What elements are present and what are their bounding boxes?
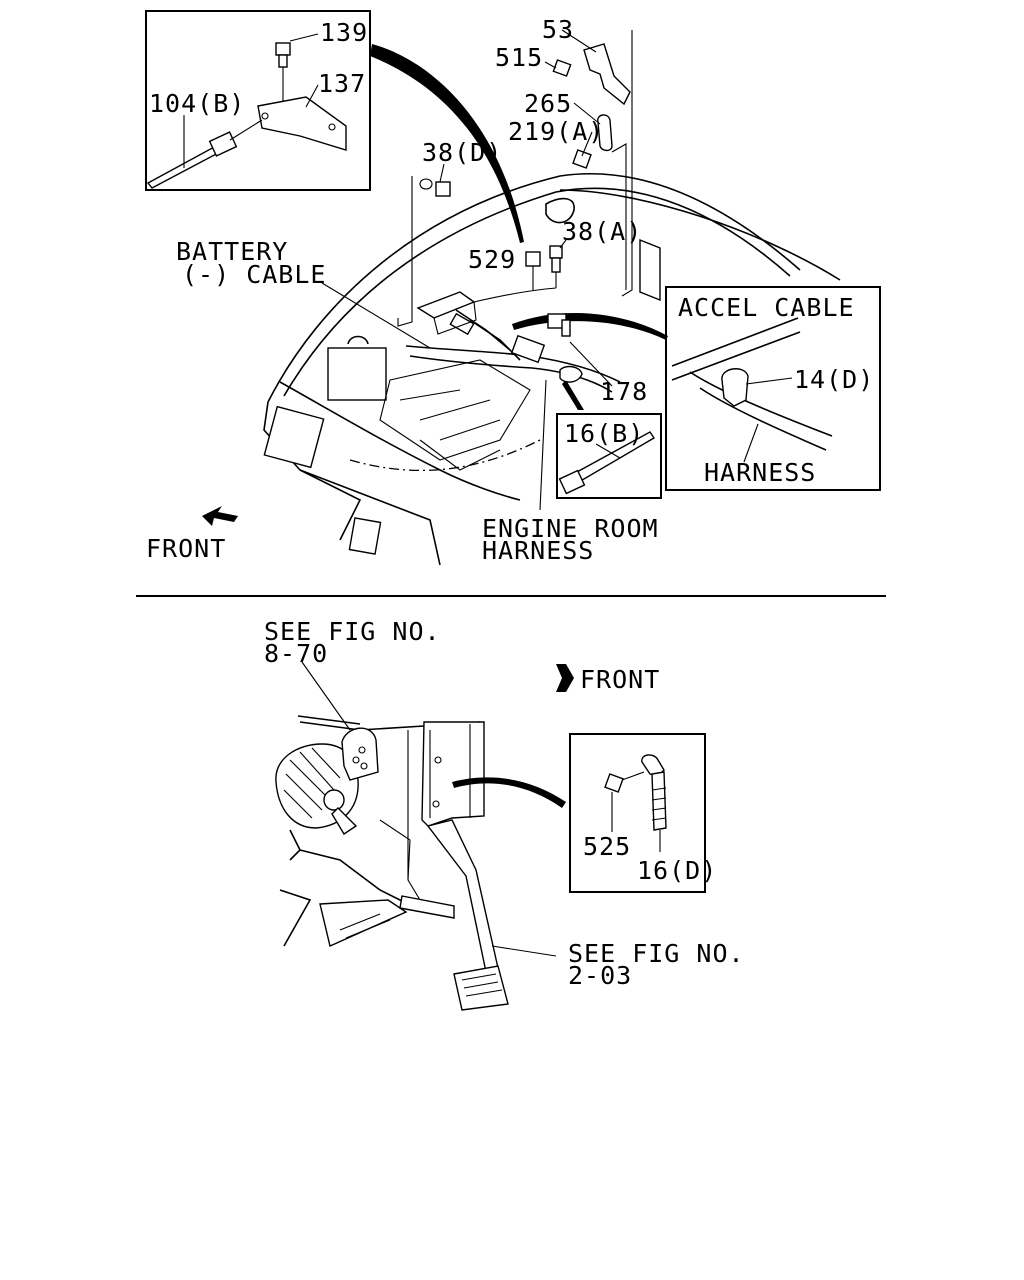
callout-104b: 104(B) [149, 89, 245, 118]
see-fig-203-leader [491, 945, 557, 957]
callout-137: 137 [318, 69, 366, 98]
pedal-assembly-drawing [275, 715, 509, 1011]
bracket-inset-box [145, 10, 371, 191]
upper-diagram: 139 137 104(B) 53 515 265 219(A) 38(D) 3… [145, 10, 881, 566]
upper-right-bracket-group [544, 29, 661, 302]
label-accel-cable: ACCEL CABLE [678, 293, 855, 322]
callout-38d: 38(D) [422, 138, 502, 167]
callout-219a: 219(A) [508, 117, 604, 146]
callout-sweep-accel [512, 312, 668, 340]
label-engine-room-line2: HARNESS [482, 536, 594, 565]
callout-16b: 16(B) [564, 419, 644, 448]
callout-178: 178 [600, 377, 648, 406]
callout-139: 139 [320, 18, 368, 47]
callout-53: 53 [542, 15, 574, 44]
engine-room-harness-leader [539, 379, 547, 511]
front-arrow-lower-icon [556, 664, 574, 692]
label-see-fig-870-line1: SEE FIG NO. [264, 617, 441, 646]
battery-cable-leader [321, 282, 431, 349]
engine-room-harness-drawing [405, 309, 621, 393]
bracket-137-drawing [257, 96, 347, 151]
bolt-139-drawing [275, 42, 291, 104]
label-see-fig-870-line2: 8-70 [264, 639, 328, 668]
callout-14d: 14(D) [794, 365, 874, 394]
front-arrow-icon [202, 506, 238, 526]
label-see-fig-203-line2: 2-03 [568, 961, 632, 990]
fastener-inset-box [569, 733, 706, 893]
label-see-fig-203-line1: SEE FIG NO. [568, 939, 745, 968]
label-front-lower: FRONT [580, 665, 660, 694]
callout-178-leader [569, 341, 613, 387]
callout-sweep-lower [452, 777, 566, 808]
label-front-upper: FRONT [146, 534, 226, 563]
callout-265: 265 [524, 89, 572, 118]
lower-diagram: SEE FIG NO. 8-70 FRONT 525 16(D) SEE FIG… [264, 617, 745, 1011]
accel-cable-inset-box [665, 286, 881, 491]
callout-38a: 38(A) [562, 217, 642, 246]
tie-16b-inset-box [556, 413, 662, 499]
callout-sweep-tie [562, 380, 584, 410]
see-fig-870-leader [301, 661, 351, 731]
callout-529: 529 [468, 245, 516, 274]
label-harness: HARNESS [704, 458, 816, 487]
callout-16d: 16(D) [637, 856, 717, 885]
label-battery-line2: (-) CABLE [182, 260, 326, 289]
callout-525: 525 [583, 832, 631, 861]
label-engine-room-line1: ENGINE ROOM [482, 514, 659, 543]
label-battery-line1: BATTERY [176, 237, 288, 266]
engine-bay-drawing [263, 172, 841, 566]
callout-515: 515 [495, 43, 543, 72]
upper-center-fasteners [397, 163, 567, 335]
